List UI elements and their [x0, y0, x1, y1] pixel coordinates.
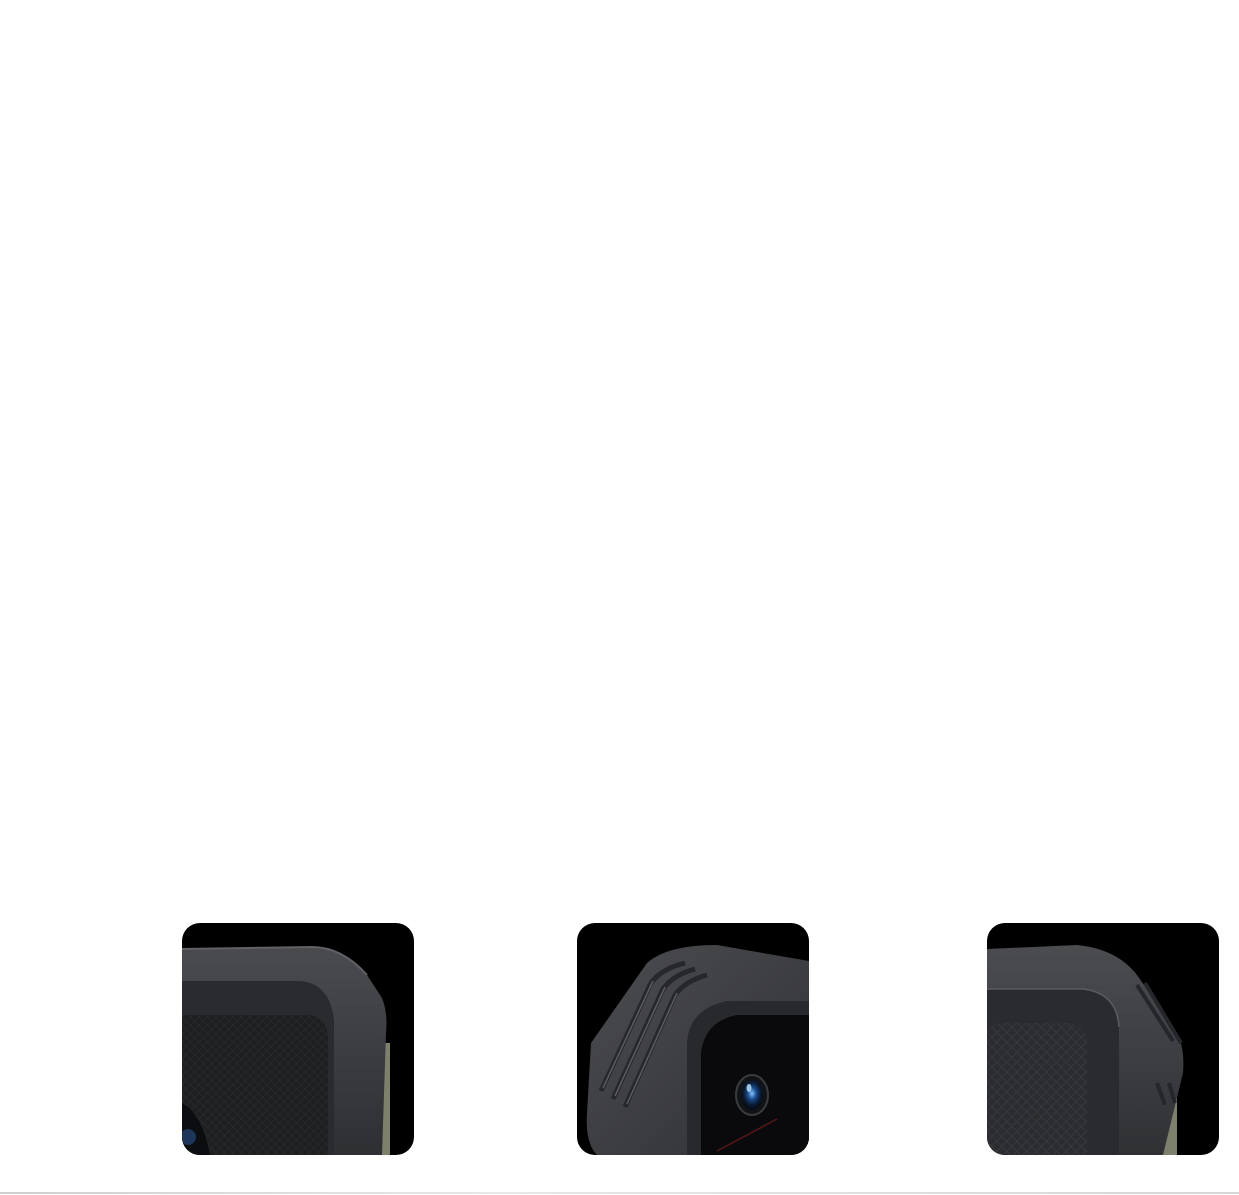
product-thumbnail-1[interactable] [182, 923, 414, 1155]
bottom-divider [0, 1192, 1239, 1194]
product-thumbnail-3[interactable] [987, 923, 1219, 1155]
product-thumbnail-2[interactable] [577, 923, 809, 1155]
case-corner-left-image [182, 945, 390, 1155]
case-camera-corner-image [586, 945, 809, 1155]
case-corner-right-image [987, 945, 1184, 1155]
